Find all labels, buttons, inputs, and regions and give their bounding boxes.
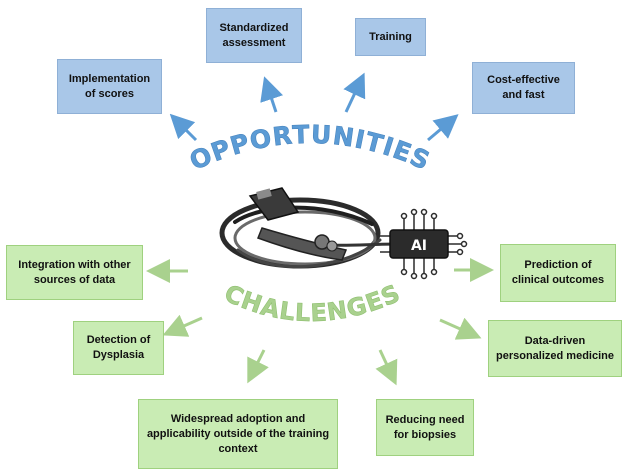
arrow-to-adoption — [247, 349, 269, 384]
ai-chip-label: AI — [411, 238, 427, 254]
opportunities-title: OPPORTUNITIES — [185, 120, 435, 176]
opportunity-standardized-assessment: Standardized assessment — [206, 8, 302, 63]
challenge-reducing-biopsies: Reducing need for biopsies — [376, 399, 474, 456]
challenge-detection-dysplasia: Detection of Dysplasia — [73, 321, 164, 375]
endoscope-icon — [219, 197, 400, 269]
opportunity-training: Training — [355, 18, 426, 56]
arrow-to-cost-effective — [427, 114, 459, 142]
arrow-to-standardized — [260, 76, 284, 113]
arrow-to-biopsies — [375, 349, 398, 386]
challenge-widespread-adoption: Widespread adoption and applicability ou… — [138, 399, 338, 469]
challenge-personalized-medicine: Data-driven personalized medicine — [488, 320, 622, 377]
opportunity-implementation-of-scores: Implementation of scores — [57, 59, 162, 114]
arrow-to-training — [343, 72, 366, 113]
challenge-integration: Integration with other sources of data — [6, 245, 143, 300]
arrow-to-personalized — [439, 317, 482, 340]
opportunity-cost-effective: Cost-effective and fast — [472, 62, 575, 114]
arrow-to-implementation — [169, 113, 198, 142]
challenge-prediction-outcomes: Prediction of clinical outcomes — [500, 244, 616, 302]
endoscope-handle-icon — [248, 187, 348, 261]
arrow-to-dysplasia — [162, 314, 203, 337]
challenges-title: CHALLENGES — [220, 279, 405, 327]
ai-chip-icon — [380, 208, 468, 280]
